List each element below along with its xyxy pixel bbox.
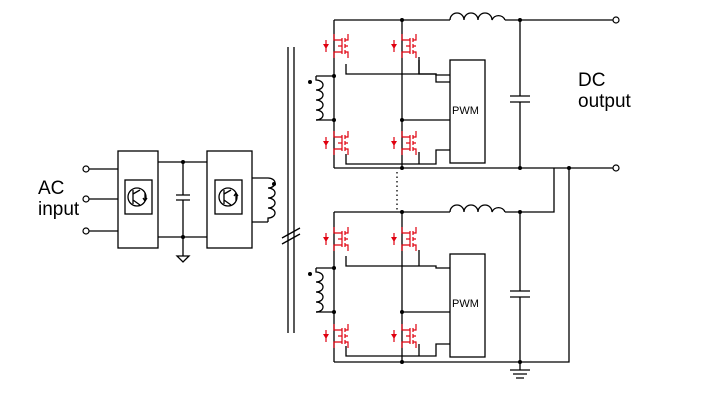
bottom-output-inductor [449, 204, 506, 213]
bottom-mosfets [323, 227, 417, 348]
dc-output-label-line1: DC [578, 70, 606, 91]
mosfet-icon [391, 34, 417, 58]
secondary-winding-top [308, 74, 336, 122]
mosfet-icon [323, 131, 349, 155]
bottom-pwm-block [345, 250, 486, 358]
top-pwm-block [345, 57, 486, 165]
mosfet-icon [323, 324, 349, 348]
ac-input-terminals [82, 165, 118, 235]
secondary-winding-bottom [308, 266, 336, 314]
dc-output-label: DC output [578, 70, 631, 112]
top-output-inductor [449, 12, 506, 21]
mosfet-icon [391, 227, 417, 251]
inverter-module [206, 150, 268, 249]
mosfet-icon [323, 227, 349, 251]
pwm-top-label: PWM [452, 105, 479, 117]
dc-link [158, 160, 207, 263]
pwm-bottom-label: PWM [452, 298, 479, 310]
mosfet-icon [391, 131, 417, 155]
transformer-primary [267, 177, 276, 222]
mosfet-icon [323, 34, 349, 58]
bottom-bridge-wiring [333, 168, 570, 379]
mosfet-icon [391, 324, 417, 348]
transformer-core [281, 47, 301, 333]
rectifier-module [117, 150, 159, 249]
top-bridge-wiring [333, 18, 613, 170]
dc-output-label-line2: output [578, 91, 631, 112]
top-mosfets [323, 34, 417, 155]
ac-input-label: AC input [38, 178, 79, 220]
ac-input-label-line2: input [38, 199, 80, 220]
dc-output-terminals [612, 16, 620, 172]
ac-input-label-line1: AC [38, 178, 65, 199]
